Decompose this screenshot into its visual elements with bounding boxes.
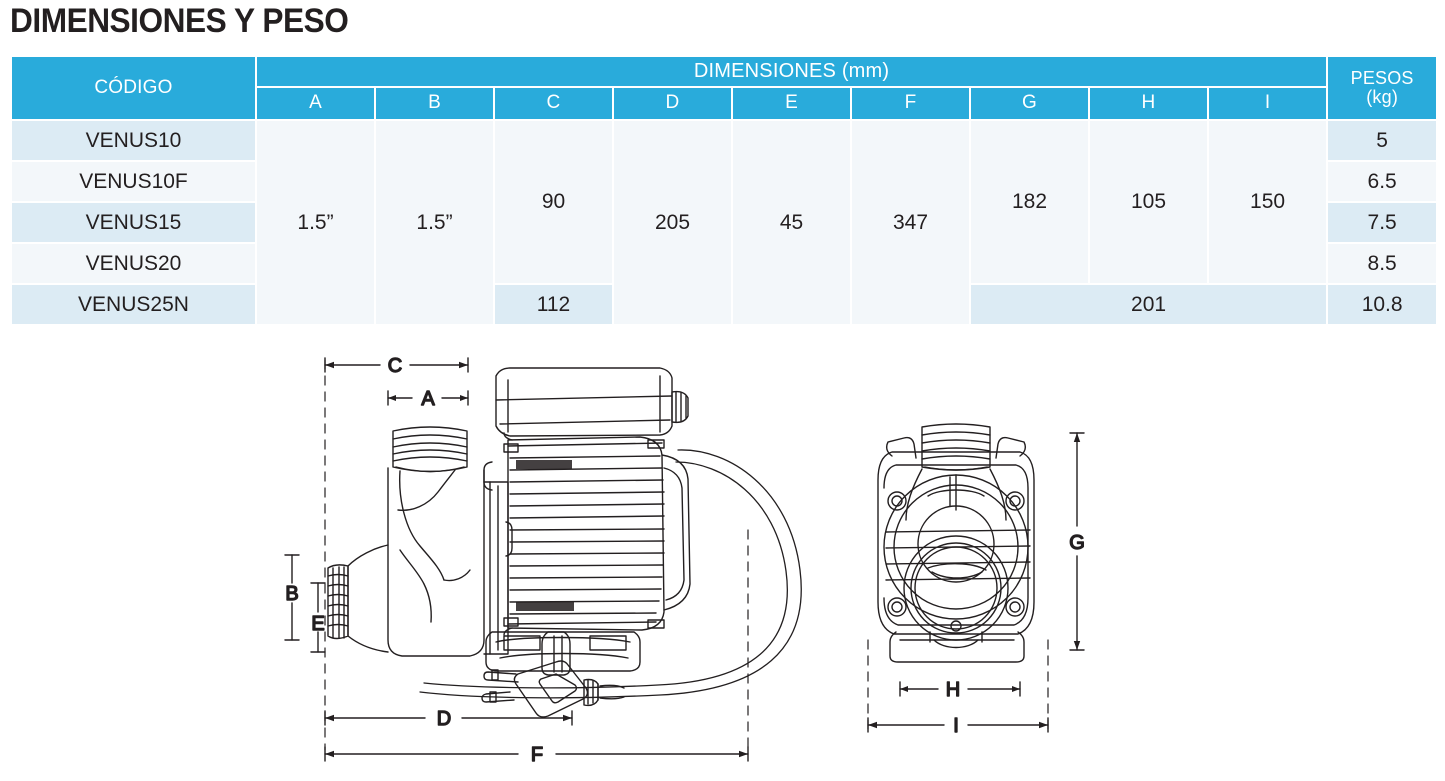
cell-codigo: VENUS25N [12, 285, 255, 324]
pesos-label-line2: (kg) [1366, 87, 1399, 107]
cell-ghi-merged-last: 201 [971, 285, 1327, 324]
column-header-i: I [1209, 87, 1327, 119]
dimension-label-d: D [437, 708, 451, 730]
mounting-base [485, 631, 641, 676]
power-plug [481, 660, 625, 718]
dimension-label-f: F [531, 744, 543, 766]
column-header-e: E [733, 87, 850, 119]
column-header-pesos: PESOS (kg) [1328, 57, 1437, 119]
table-header-row-letters: A B C D E F G H I [12, 87, 1436, 119]
bolt-heads [887, 491, 1025, 617]
column-header-b: B [376, 87, 493, 119]
dimension-label-c: C [388, 355, 402, 377]
dimension-line-b [284, 554, 300, 641]
cell-a-merged: 1.5” [257, 121, 374, 324]
dimension-line-c [324, 357, 469, 373]
cell-peso: 6.5 [1328, 162, 1437, 201]
table-row: VENUS20 8.5 [12, 244, 1437, 283]
table-row: VENUS25N 112 201 10.8 [12, 285, 1437, 324]
motor-terminal-box [495, 367, 689, 437]
cell-e-merged: 45 [733, 121, 850, 324]
front-threaded-port [921, 423, 991, 471]
dimension-line-d [324, 710, 573, 726]
column-header-h: H [1090, 87, 1207, 119]
dimension-line-f [324, 746, 749, 762]
dimension-label-a: A [421, 388, 435, 410]
cell-peso: 10.8 [1328, 285, 1437, 324]
cell-i-merged: 150 [1209, 121, 1327, 283]
cell-peso: 5 [1328, 121, 1437, 160]
dimension-line-e [310, 582, 326, 653]
dimension-line-g [1069, 432, 1085, 651]
dimension-label-b: B [285, 583, 298, 605]
column-header-a: A [257, 87, 374, 119]
cell-codigo: VENUS20 [12, 244, 255, 283]
table-row: VENUS10F 6.5 [12, 162, 1437, 201]
front-motor-housing [877, 436, 1035, 663]
inlet-threaded-port [392, 426, 468, 473]
cell-peso: 8.5 [1328, 244, 1437, 283]
technical-drawing: C A B E [0, 340, 1445, 781]
pesos-label-line1: PESOS [1350, 68, 1414, 89]
cell-b-merged: 1.5” [376, 121, 493, 324]
dimension-label-i: I [953, 715, 959, 737]
motor-body [483, 432, 691, 636]
cell-g-merged: 182 [971, 121, 1088, 283]
cell-f-merged: 347 [852, 121, 969, 324]
pump-volute-side [327, 467, 513, 657]
column-group-header-dimensiones: DIMENSIONES (mm) [257, 57, 1327, 86]
dimension-line-h [899, 681, 1021, 697]
cell-codigo: VENUS10 [12, 121, 255, 160]
dimensions-and-weight-table: CÓDIGO DIMENSIONES (mm) PESOS (kg) A B C… [10, 55, 1438, 326]
column-header-codigo: CÓDIGO [12, 57, 255, 119]
cell-c-last: 112 [495, 285, 612, 324]
cell-codigo: VENUS10F [12, 162, 255, 201]
dimension-line-i [867, 717, 1049, 733]
table-row: VENUS15 7.5 [12, 203, 1437, 242]
cell-codigo: VENUS15 [12, 203, 255, 242]
cell-h-merged: 105 [1090, 121, 1207, 283]
page-title: DIMENSIONES Y PESO [10, 2, 349, 40]
dimension-label-g: G [1069, 532, 1085, 554]
cell-c-merged: 90 [495, 121, 612, 283]
column-header-f: F [852, 87, 969, 119]
column-header-d: D [614, 87, 731, 119]
column-header-g: G [971, 87, 1088, 119]
dimension-line-a [387, 390, 469, 406]
power-cord [419, 449, 802, 699]
table-header-row-group: CÓDIGO DIMENSIONES (mm) PESOS (kg) [12, 57, 1437, 119]
extension-lines [324, 359, 749, 751]
cell-peso: 7.5 [1328, 203, 1437, 242]
table-row: VENUS10 1.5” 1.5” 90 205 45 347 182 105 … [12, 121, 1437, 324]
column-header-c: C [495, 87, 612, 119]
dimension-label-e: E [311, 613, 324, 635]
dimension-label-h: H [946, 679, 960, 701]
cell-d-merged: 205 [614, 121, 731, 324]
